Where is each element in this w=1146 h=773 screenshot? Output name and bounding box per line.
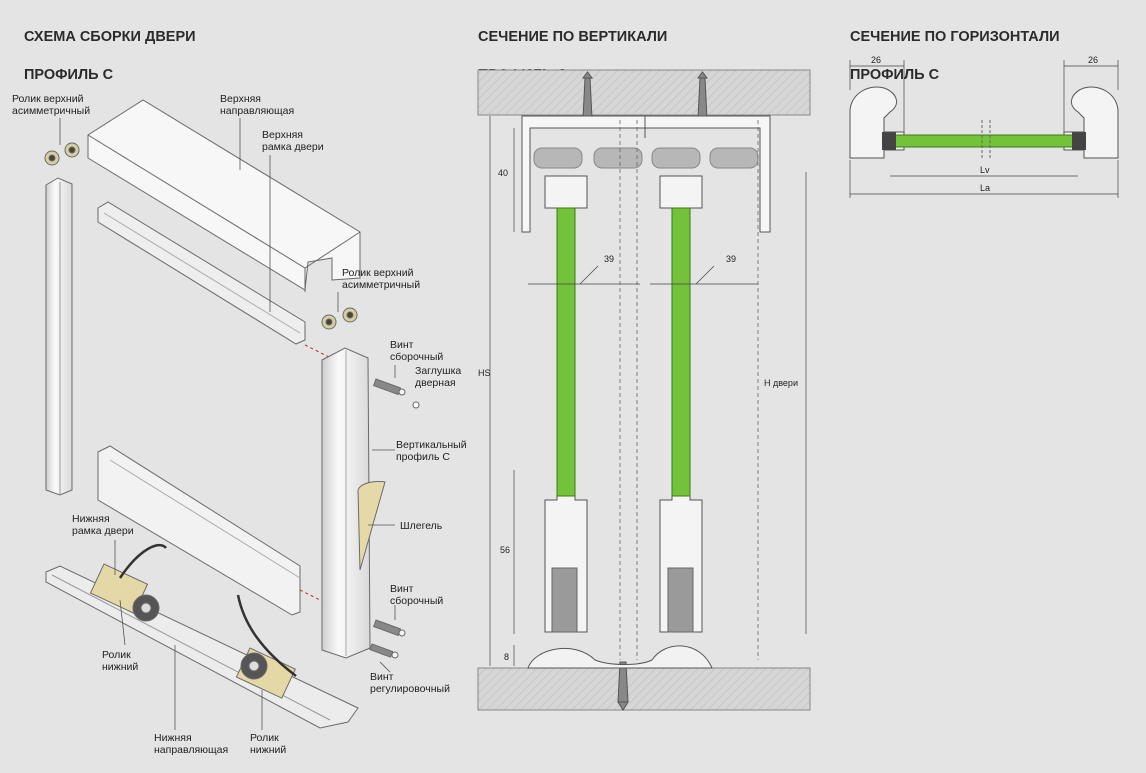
glass-right [671,207,691,497]
dim-lv: Lv [980,165,990,175]
horizontal-glass [889,134,1079,148]
bottom-rail-section [527,645,713,669]
label-schlegel: Шлегель [400,520,443,532]
assembly-title-line2: ПРОФИЛЬ С [24,67,114,83]
label-top-frame-2: рамка двери [262,141,324,153]
label-roller-top-left-2: асимметричный [12,105,90,117]
label-top-frame-1: Верхняя [262,129,303,141]
door-right [659,175,703,633]
label-roller-bottom-left-1: Ролик [102,649,131,661]
label-vertical-profile-1: Вертикальный [396,439,467,451]
dim-door-width-right: 39 [726,254,736,264]
horizontal-section: 26 26 Lv La [849,55,1119,198]
bottom-roller-left-part [89,543,167,622]
dim-side-left: 26 [871,55,881,65]
label-screw-top-1: Винт [390,339,414,351]
screw-adjust-part [369,643,399,659]
label-screw-adjust-2: регулировочный [370,683,450,695]
top-guide-profile [521,115,771,233]
screw-bottom-part [372,619,406,637]
screw-top-part [372,378,406,396]
label-roller-bottom-left-2: нижний [102,661,138,673]
horizontal-title-line1: СЕЧЕНИЕ ПО ГОРИЗОНТАЛИ [850,29,1060,45]
assembly-title: СХЕМА СБОРКИ ДВЕРИ ПРОФИЛЬ С [24,9,196,104]
dim-door-width-left: 39 [604,254,614,264]
floor [477,667,811,711]
assembly-title-line1: СХЕМА СБОРКИ ДВЕРИ [24,29,196,45]
label-bottom-frame-2: рамка двери [72,525,134,537]
label-screw-top-2: сборочный [390,351,443,363]
dim-la: La [980,183,990,193]
label-roller-top-right-2: асимметричный [342,279,420,291]
label-roller-bottom-right-2: нижний [250,744,286,756]
top-roller-left-part [44,142,80,166]
dim-floor-gap: 8 [504,652,509,662]
top-rail-part [87,99,361,291]
label-top-rail-1: Верхняя [220,93,261,105]
vertical-section: 40 39 39 HS H двери 56 8 [477,69,811,711]
label-screw-adjust-1: Винт [370,671,394,683]
label-roller-top-right-1: Ролик верхний [342,267,414,279]
label-top-rail-2: направляющая [220,105,294,117]
dim-top-height: 40 [498,168,508,178]
label-vertical-profile-2: профиль С [396,451,450,463]
label-door-plug-1: Заглушка [415,365,461,377]
dim-hs: HS [478,368,491,378]
label-roller-top-left-1: Ролик верхний [12,93,84,105]
vertical-title-line1: СЕЧЕНИЕ ПО ВЕРТИКАЛИ [478,29,668,45]
bottom-roller-right-part [235,594,297,699]
door-plug-part [412,401,420,409]
assembly-diagram [44,99,420,730]
label-bottom-rail-1: Нижняя [154,732,192,744]
glass-left [556,207,576,497]
assembly-labels: Ролик верхний асимметричный Верхняя напр… [12,93,467,756]
top-roller-right-part [321,307,358,330]
dim-h-door: H двери [764,378,798,388]
dim-bottom-height: 56 [500,545,510,555]
left-vertical-profile-part [45,177,73,496]
label-screw-bottom-1: Винт [390,583,414,595]
door-left [544,175,588,633]
top-rollers [533,147,759,169]
schlegel-part [357,481,386,571]
label-door-plug-2: дверная [415,377,456,389]
label-roller-bottom-right-1: Ролик [250,732,279,744]
bottom-frame-part [97,445,301,616]
horizontal-title-line2: ПРОФИЛЬ С [850,67,940,83]
label-screw-bottom-2: сборочный [390,595,443,607]
dim-side-right: 26 [1088,55,1098,65]
label-bottom-rail-2: направляющая [154,744,228,756]
label-bottom-frame-1: Нижняя [72,513,110,525]
horizontal-section-title: СЕЧЕНИЕ ПО ГОРИЗОНТАЛИ ПРОФИЛЬ С [850,9,1060,104]
ceiling [477,69,811,116]
